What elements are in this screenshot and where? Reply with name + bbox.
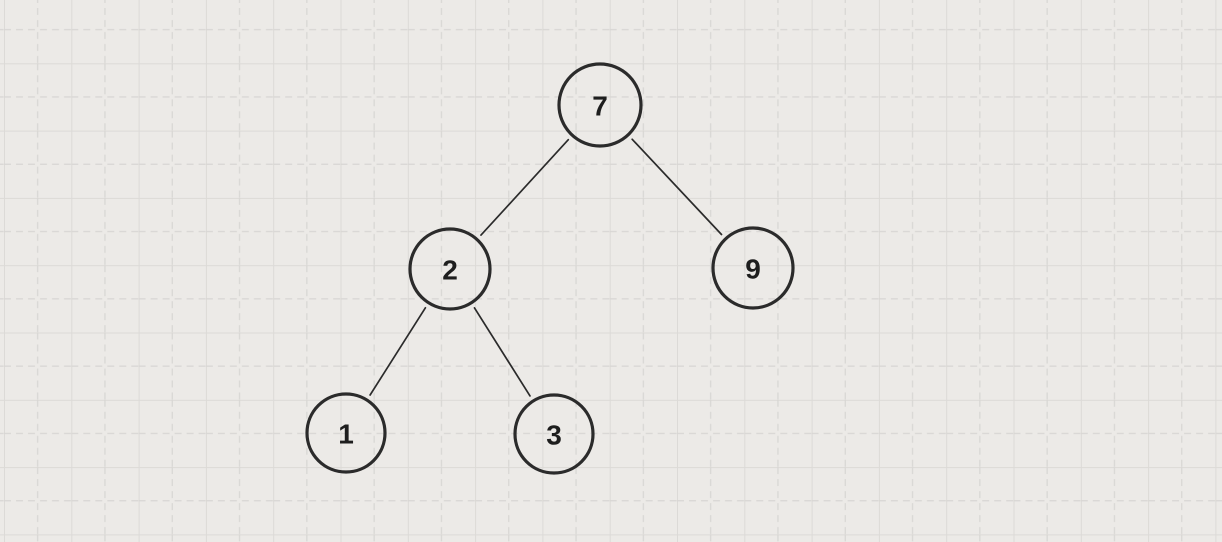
tree-node-9[interactable]: 9 xyxy=(711,226,795,310)
tree-edge-7-2[interactable] xyxy=(480,138,570,236)
tree-edge-7-9[interactable] xyxy=(631,138,723,236)
tree-node-label: 9 xyxy=(745,254,761,285)
tree-edge-2-1[interactable] xyxy=(369,306,427,396)
tree-node-label: 7 xyxy=(592,91,608,122)
tree-node-1[interactable]: 1 xyxy=(305,392,387,474)
tree-node-circle[interactable] xyxy=(711,226,795,310)
tree-node-2[interactable]: 2 xyxy=(408,227,492,311)
tree-node-label: 2 xyxy=(442,255,458,286)
tree-node-circle[interactable] xyxy=(305,392,387,474)
tree-node-3[interactable]: 3 xyxy=(513,393,595,475)
tree-edge-2-3[interactable] xyxy=(473,307,531,397)
tree-nodes-layer: 7 2 9 1 3 xyxy=(305,62,795,475)
tree-node-circle[interactable] xyxy=(513,393,595,475)
tree-node-circle[interactable] xyxy=(408,227,492,311)
tree-edges-layer xyxy=(369,138,723,397)
tree-node-label: 3 xyxy=(546,420,562,451)
tree-node-circle[interactable] xyxy=(557,62,643,148)
tree-node-label: 1 xyxy=(338,419,354,450)
tree-node-7[interactable]: 7 xyxy=(557,62,643,148)
